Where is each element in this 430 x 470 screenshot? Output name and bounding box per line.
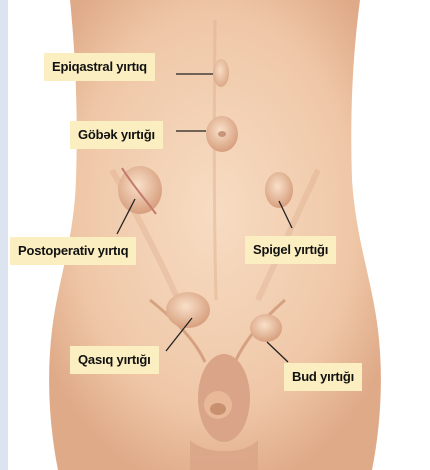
label-inguinal-hernia: Qasıq yırtığı — [70, 346, 159, 374]
label-femoral-hernia: Bud yırtığı — [284, 363, 362, 391]
epigastric-bulge — [213, 59, 229, 87]
label-epigastral-hernia: Epiqastral yırtıq — [44, 53, 155, 81]
label-postoperative-hernia: Postoperativ yırtıq — [10, 237, 136, 265]
label-spigelian-hernia: Spigel yırtığı — [245, 236, 336, 264]
femoral-bulge — [250, 314, 282, 342]
spigelian-bulge — [265, 172, 293, 208]
label-umbilical-hernia: Göbək yırtığı — [70, 121, 163, 149]
